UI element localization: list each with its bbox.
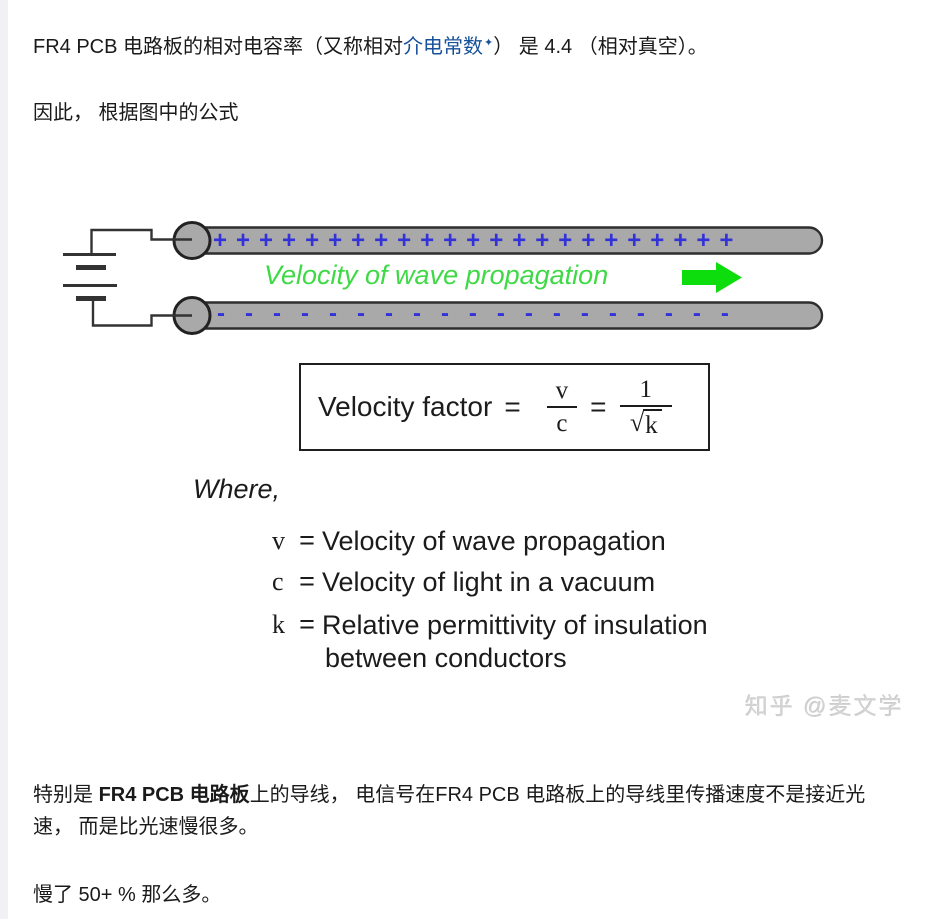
negative-charges-row: ------------------- (217, 300, 749, 327)
zhihu-watermark: 知乎 @麦文学 (745, 693, 904, 719)
definition-row-c: c = Velocity of light in a vacuum (272, 566, 655, 599)
fraction-denominator-c: c (556, 410, 568, 437)
p1-text-after: ） 是 4.4 （相对真空）。 (493, 36, 708, 58)
paragraph-permittivity: FR4 PCB 电路板的相对电容率（又称相对介电常数✦） 是 4.4 （相对真空… (33, 30, 708, 60)
fraction-v-over-c: v c (546, 377, 578, 437)
positive-charges-row: +++++++++++++++++++++++ (213, 227, 743, 254)
dielectric-constant-link[interactable]: 介电常数✦ (403, 36, 493, 58)
paragraph-slower: 慢了 50+ % 那么多。 (33, 884, 222, 906)
radicand-k: k (643, 408, 662, 439)
fraction-numerator-v: v (546, 377, 578, 408)
definition-symbol-k: k (272, 610, 285, 639)
definition-symbol-v: v (272, 526, 285, 555)
dielectric-constant-link-text: 介电常数 (403, 36, 484, 58)
definition-text-k-line1: Relative permittivity of insulation (322, 610, 708, 640)
paragraph-fr4-traces: 特别是 FR4 PCB 电路板上的导线， 电信号在FR4 PCB 电路板上的导线… (33, 779, 869, 843)
definition-text-c: Velocity of light in a vacuum (322, 567, 656, 597)
page-edge-strip (0, 0, 8, 919)
p1-text-before: FR4 PCB 电路板的相对电容率（又称相对 (33, 36, 404, 58)
definition-equals: = (299, 609, 315, 639)
wave-propagation-label: Velocity of wave propagation (264, 260, 609, 290)
formula-equals-2: = (590, 391, 607, 422)
definition-equals: = (299, 525, 315, 555)
definition-text-k: Relative permittivity of insulation betw… (322, 609, 708, 675)
formula-lhs: Velocity factor (318, 391, 493, 422)
definition-text-v: Velocity of wave propagation (322, 526, 666, 556)
definition-equals: = (299, 566, 315, 596)
formula-equals-1: = (504, 391, 521, 422)
p3-text-rest: 上的导线， 电信号在FR4 PCB 电路板上的导线里传播速度不是接近光速， 而是… (33, 784, 866, 838)
where-label: Where, (193, 474, 281, 504)
definition-symbol-c: c (272, 567, 284, 596)
definition-row-v: v = Velocity of wave propagation (272, 525, 666, 558)
top-wire (90, 228, 192, 254)
fraction-1-over-sqrt-k: 1 √ k (619, 376, 673, 439)
p3-text-prefix: 特别是 (33, 784, 99, 806)
definition-row-k: k = Relative permittivity of insulation … (272, 609, 708, 675)
fraction-numerator-1: 1 (619, 376, 673, 407)
p3-bold-fr4-pcb: FR4 PCB 电路板 (98, 784, 250, 806)
radical-sign: √ (629, 407, 645, 437)
link-star-icon: ✦ (484, 37, 494, 49)
velocity-factor-formula-box: Velocity factor = v c = 1 √ k (299, 363, 710, 451)
definition-text-k-line2: between conductors (325, 643, 567, 673)
bottom-wire (91, 299, 192, 327)
paragraph-therefore: 因此， 根据图中的公式 (33, 102, 239, 124)
sqrt-k-expression: √ k (630, 407, 662, 439)
propagation-arrow-icon (682, 262, 742, 293)
transmission-line-diagram (63, 221, 824, 335)
